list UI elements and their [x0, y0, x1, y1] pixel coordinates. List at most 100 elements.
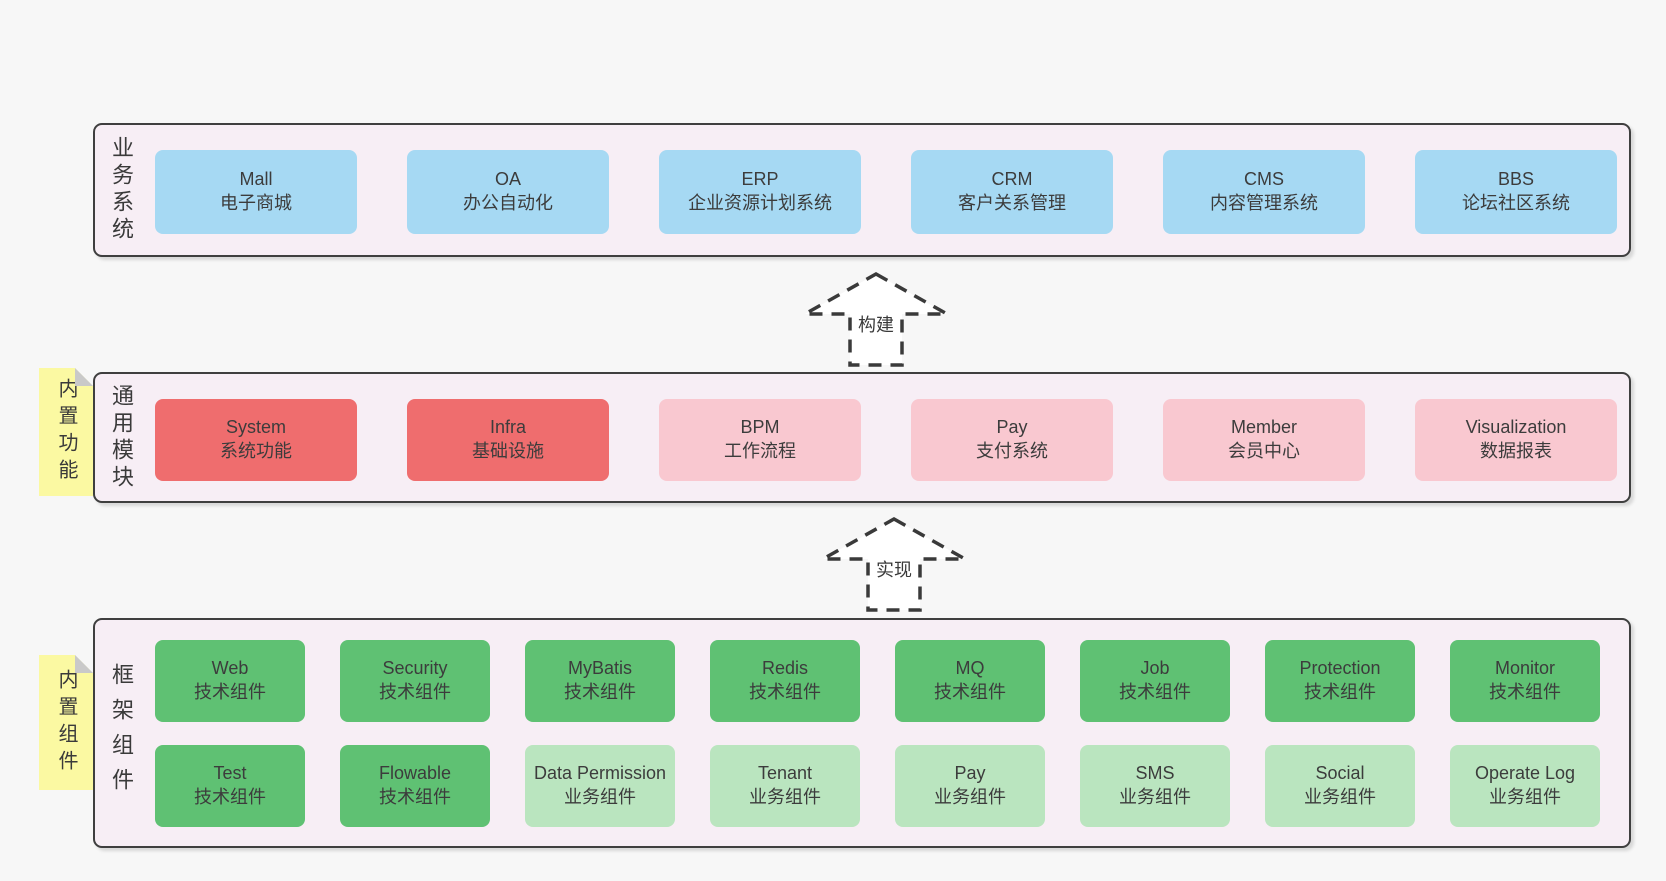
box-title: BBS [1497, 169, 1535, 190]
box-title: Member [1230, 417, 1297, 438]
sticky-note-builtin-features: 内置功能 [39, 368, 93, 496]
box-crm: CRM 客户关系管理 [911, 150, 1113, 234]
box-title: Monitor [1494, 658, 1556, 679]
box-title: Pay [954, 763, 986, 784]
box-subtitle: 技术组件 [1489, 682, 1561, 702]
box-subtitle: 内容管理系统 [1210, 193, 1318, 213]
box-row: Mall 电子商城 OA 办公自动化 ERP 企业资源计划系统 CRM 客户关系管理 CMS 内容… [155, 150, 1617, 234]
box-title: System [225, 417, 286, 438]
box-mall: Mall 电子商城 [155, 150, 357, 234]
section-business-systems: 业务系统 Mall 电子商城 OA 办公自动化 ERP 企业资源计划系统 CRM 客户关系管理… [93, 123, 1631, 257]
box-title: Tenant [757, 763, 813, 784]
box-title: Web [211, 658, 249, 679]
box-title: Security [382, 658, 448, 679]
box-subtitle: 技术组件 [1304, 682, 1376, 702]
box-data-permission: Data Permission 业务组件 [525, 745, 675, 827]
box-title: Visualization [1465, 417, 1567, 438]
box-subtitle: 技术组件 [934, 682, 1006, 702]
box-subtitle: 业务组件 [1489, 787, 1561, 807]
box-subtitle: 技术组件 [379, 787, 451, 807]
box-title: BPM [740, 417, 780, 438]
box-subtitle: 客户关系管理 [958, 193, 1066, 213]
box-social: Social 业务组件 [1265, 745, 1415, 827]
box-subtitle: 数据报表 [1480, 441, 1552, 461]
box-subtitle: 技术组件 [379, 682, 451, 702]
arrow-label-build: 构建 [855, 310, 897, 338]
box-title: OA [494, 169, 521, 190]
box-redis: Redis 技术组件 [710, 640, 860, 722]
box-visualization: Visualization 数据报表 [1415, 399, 1617, 481]
box-title: Mall [239, 169, 273, 190]
box-subtitle: 业务组件 [1119, 787, 1191, 807]
box-bbs: BBS 论坛社区系统 [1415, 150, 1617, 234]
box-erp: ERP 企业资源计划系统 [659, 150, 861, 234]
box-oa: OA 办公自动化 [407, 150, 609, 234]
box-subtitle: 办公自动化 [463, 193, 553, 213]
box-pay: Pay 支付系统 [911, 399, 1113, 481]
box-member: Member 会员中心 [1163, 399, 1365, 481]
sticky-note-builtin-components: 内置组件 [39, 655, 93, 790]
box-subtitle: 业务组件 [1304, 787, 1376, 807]
box-monitor: Monitor 技术组件 [1450, 640, 1600, 722]
box-tenant: Tenant 业务组件 [710, 745, 860, 827]
box-title: Infra [489, 417, 527, 438]
box-subtitle: 技术组件 [1119, 682, 1191, 702]
box-subtitle: 技术组件 [194, 787, 266, 807]
box-protection: Protection 技术组件 [1265, 640, 1415, 722]
box-title: MQ [955, 658, 985, 679]
box-mq: MQ 技术组件 [895, 640, 1045, 722]
box-test: Test 技术组件 [155, 745, 305, 827]
box-pay: Pay 业务组件 [895, 745, 1045, 827]
box-title: Social [1315, 763, 1365, 784]
box-subtitle: 技术组件 [194, 682, 266, 702]
section-label-business-systems: 业务系统 [109, 136, 134, 244]
box-subtitle: 业务组件 [934, 787, 1006, 807]
box-security: Security 技术组件 [340, 640, 490, 722]
box-subtitle: 电子商城 [220, 193, 292, 213]
box-operate-log: Operate Log 业务组件 [1450, 745, 1600, 827]
box-infra: Infra 基础设施 [407, 399, 609, 481]
box-title: SMS [1135, 763, 1175, 784]
box-title: Operate Log [1474, 763, 1576, 784]
box-subtitle: 论坛社区系统 [1462, 193, 1570, 213]
box-title: CRM [991, 169, 1033, 190]
box-web: Web 技术组件 [155, 640, 305, 722]
box-flowable: Flowable 技术组件 [340, 745, 490, 827]
box-title: ERP [741, 169, 779, 190]
box-subtitle: 技术组件 [564, 682, 636, 702]
box-subtitle: 支付系统 [976, 441, 1048, 461]
box-subtitle: 技术组件 [749, 682, 821, 702]
arrow-label-implement: 实现 [873, 555, 915, 583]
dashed-up-arrow-implement: 实现 [820, 516, 968, 613]
box-subtitle: 业务组件 [749, 787, 821, 807]
box-title: MyBatis [567, 658, 632, 679]
box-mybatis: MyBatis 技术组件 [525, 640, 675, 722]
sticky-note-label: 内置功能 [55, 378, 77, 486]
box-subtitle: 基础设施 [472, 441, 544, 461]
box-title: Data Permission [533, 763, 667, 784]
box-title: Flowable [378, 763, 452, 784]
box-subtitle: 企业资源计划系统 [688, 193, 832, 213]
box-title: CMS [1244, 169, 1284, 190]
box-subtitle: 系统功能 [220, 441, 292, 461]
box-bpm: BPM 工作流程 [659, 399, 861, 481]
box-subtitle: 业务组件 [564, 787, 636, 807]
box-title: Redis [761, 658, 809, 679]
sticky-note-label: 内置组件 [55, 668, 77, 777]
box-title: Protection [1299, 658, 1381, 679]
box-sms: SMS 业务组件 [1080, 745, 1230, 827]
box-title: Test [213, 763, 247, 784]
box-system: System 系统功能 [155, 399, 357, 481]
section-label-framework-components: 框架组件 [109, 663, 134, 803]
box-subtitle: 会员中心 [1228, 441, 1300, 461]
box-title: Pay [996, 417, 1028, 438]
box-subtitle: 工作流程 [724, 441, 796, 461]
section-label-common-modules: 通用模块 [109, 383, 134, 492]
box-cms: CMS 内容管理系统 [1163, 150, 1365, 234]
box-row: System 系统功能 Infra 基础设施 BPM 工作流程 Pay 支付系统 Member 会… [155, 399, 1617, 481]
